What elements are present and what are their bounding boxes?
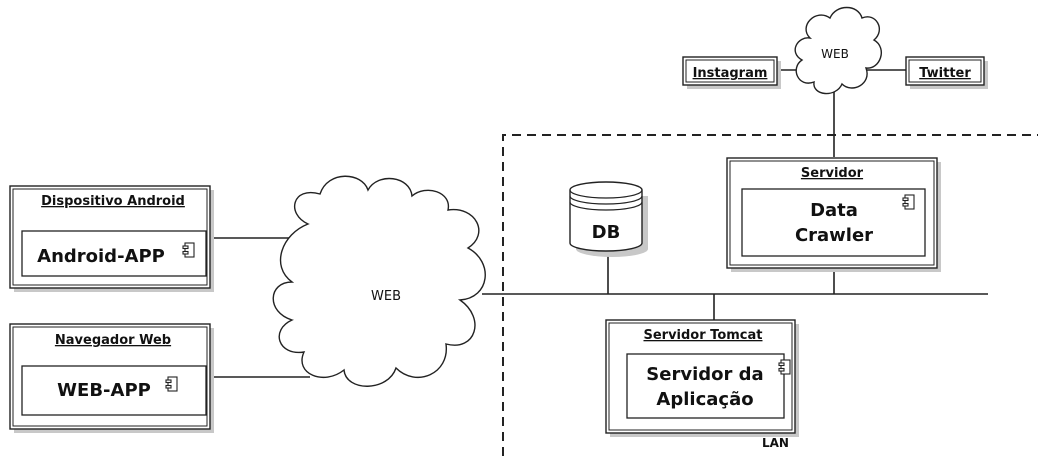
data-crawler-label-line1: Data [810, 200, 858, 221]
web-cloud-center-label: WEB [371, 289, 401, 304]
android-app-component [21, 230, 207, 277]
android-device-title: Dispositivo Android [41, 194, 185, 209]
db-label: DB [592, 222, 621, 243]
connection-lines [214, 69, 988, 378]
instagram-node: Instagram [682, 56, 781, 89]
web-app-label: WEB-APP [57, 380, 151, 401]
browser-title: Navegador Web [55, 333, 171, 348]
android-device-node: Dispositivo Android Android-APP [9, 185, 214, 292]
instagram-label: Instagram [693, 66, 768, 81]
twitter-node: Twitter [905, 56, 988, 89]
lan-label: LAN [762, 436, 789, 450]
db-node: DB [569, 181, 648, 257]
app-server-label-line2: Aplicação [656, 389, 753, 410]
component-icon [902, 194, 915, 210]
lan-boundary [502, 134, 1038, 456]
twitter-label: Twitter [919, 66, 971, 81]
web-cloud-top: WEB [794, 6, 883, 95]
component-icon [778, 359, 791, 375]
data-crawler-component [741, 188, 926, 257]
servidor-node: Servidor Data Crawler [726, 157, 941, 272]
servidor-title: Servidor [801, 166, 864, 181]
app-server-component [626, 353, 785, 419]
app-server-label-line1: Servidor da [646, 364, 763, 385]
web-cloud-center: WEB [272, 175, 486, 387]
web-cloud-top-label: WEB [821, 47, 849, 61]
tomcat-title: Servidor Tomcat [643, 328, 762, 343]
component-icon [165, 376, 178, 392]
android-app-label: Android-APP [37, 246, 165, 267]
data-crawler-label-line2: Crawler [795, 225, 873, 246]
tomcat-node: Servidor Tomcat Servidor da Aplicação [605, 319, 799, 437]
component-icon [182, 242, 195, 258]
browser-node: Navegador Web WEB-APP [9, 323, 214, 433]
